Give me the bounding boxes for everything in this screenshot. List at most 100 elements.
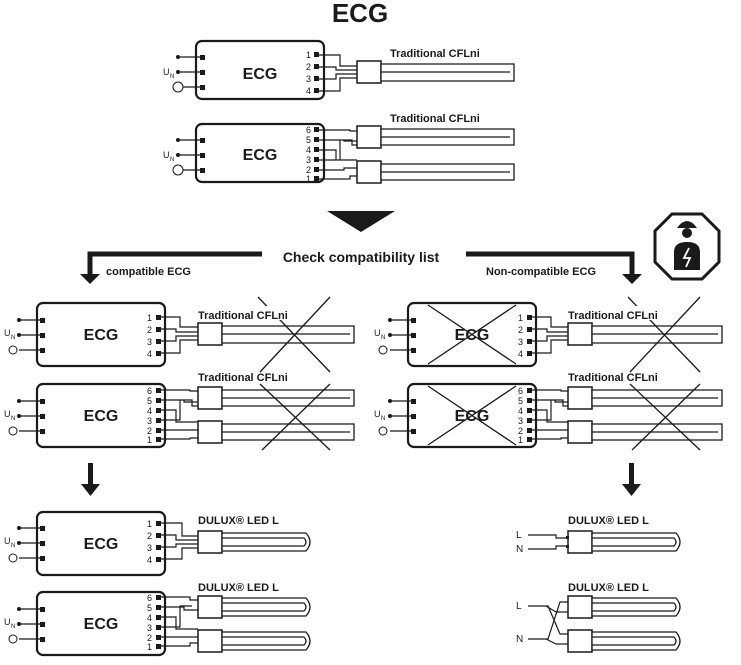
terminal-shape bbox=[411, 414, 416, 419]
diagram-label: 1 bbox=[147, 642, 152, 652]
terminal-shape bbox=[200, 85, 205, 90]
diagram-label: N bbox=[516, 634, 523, 645]
wire-path bbox=[677, 221, 697, 228]
terminal-shape bbox=[527, 408, 532, 413]
terminal-dot bbox=[176, 55, 180, 59]
diagram-label: 3 bbox=[147, 543, 152, 553]
diagram-label: 2 bbox=[518, 426, 523, 436]
terminal-shape bbox=[411, 348, 416, 353]
terminal-dot bbox=[388, 414, 392, 418]
diagram-label: 2 bbox=[147, 633, 152, 643]
terminal-dot bbox=[388, 333, 392, 337]
diagram-label: N bbox=[11, 543, 15, 549]
terminal-shape bbox=[156, 388, 161, 393]
terminal-shape bbox=[197, 595, 223, 619]
diagram-label: 5 bbox=[518, 396, 523, 406]
wire-path bbox=[592, 602, 677, 612]
terminal-shape bbox=[200, 55, 205, 60]
wire-path bbox=[221, 597, 311, 617]
diagram-label: N bbox=[11, 416, 15, 422]
terminal-shape bbox=[156, 398, 161, 403]
terminal-shape bbox=[314, 52, 319, 57]
terminal-shape bbox=[156, 533, 161, 538]
diagram-label: 1 bbox=[306, 50, 311, 60]
terminal-shape bbox=[156, 521, 161, 526]
wire-path bbox=[161, 522, 198, 560]
wire-path bbox=[591, 631, 681, 651]
compatible-label: compatible ECG bbox=[106, 266, 191, 278]
diagram-label: U bbox=[4, 536, 11, 546]
terminal-shape bbox=[566, 545, 569, 548]
terminal-shape bbox=[40, 348, 45, 353]
terminal-dot bbox=[172, 81, 184, 93]
wire-path bbox=[629, 383, 701, 451]
diagram-label: DULUX® LED L bbox=[568, 582, 649, 594]
terminal-dot bbox=[172, 164, 184, 176]
terminal-shape bbox=[197, 420, 223, 444]
terminal-shape bbox=[156, 595, 161, 600]
diagram-label: L bbox=[516, 601, 522, 612]
terminal-dot bbox=[8, 345, 18, 355]
terminal-shape bbox=[197, 530, 223, 554]
wire-path bbox=[592, 537, 677, 547]
diagram-label: 3 bbox=[306, 155, 311, 165]
terminal-shape bbox=[156, 545, 161, 550]
wire-path bbox=[259, 383, 331, 451]
diagram-label: ECG bbox=[84, 408, 119, 425]
terminal-dot bbox=[8, 634, 18, 644]
terminal-shape bbox=[156, 418, 161, 423]
terminal-dot bbox=[176, 153, 180, 157]
terminal-shape bbox=[633, 306, 669, 320]
arrow-left-branch-icon bbox=[80, 274, 100, 284]
terminal-shape bbox=[156, 625, 161, 630]
diagram-label: 3 bbox=[147, 416, 152, 426]
lamp-led-label: DULUX® LED L bbox=[198, 515, 279, 527]
arrow-down-left-icon bbox=[81, 463, 100, 496]
terminal-dot bbox=[17, 622, 21, 626]
diagram-label: N bbox=[11, 335, 15, 341]
terminal-dot bbox=[378, 426, 388, 436]
terminal-shape bbox=[314, 157, 319, 162]
diagram-label: 2 bbox=[147, 531, 152, 541]
terminal-shape bbox=[40, 526, 45, 531]
terminal-shape bbox=[314, 147, 319, 152]
wire-path bbox=[261, 383, 331, 451]
terminal-shape bbox=[200, 70, 205, 75]
terminal-shape bbox=[411, 333, 416, 338]
un-subscript: N bbox=[170, 74, 174, 80]
terminal-shape bbox=[156, 635, 161, 640]
terminal-shape bbox=[40, 318, 45, 323]
terminal-shape bbox=[40, 637, 45, 642]
wire-path bbox=[528, 601, 568, 645]
ecg-box bbox=[194, 39, 326, 101]
terminal-shape bbox=[567, 629, 593, 653]
terminal-shape bbox=[567, 595, 593, 619]
diagram-label: 1 bbox=[147, 519, 152, 529]
terminal-shape bbox=[40, 622, 45, 627]
wire-path bbox=[528, 534, 568, 550]
down-arrow-icon bbox=[327, 211, 395, 232]
terminal-dot bbox=[682, 228, 692, 238]
diagram-label: U bbox=[4, 409, 11, 419]
wire-path bbox=[427, 304, 517, 365]
diagram-label: 3 bbox=[518, 337, 523, 347]
terminal-shape bbox=[527, 339, 532, 344]
wire-path bbox=[222, 636, 307, 646]
diagram-label: 4 bbox=[518, 349, 523, 359]
wire-path bbox=[222, 537, 307, 547]
electrician-warning-icon bbox=[653, 212, 721, 281]
check-compatibility-label: Check compatibility list bbox=[283, 249, 440, 265]
wire-path bbox=[161, 389, 198, 440]
terminal-shape bbox=[527, 428, 532, 433]
diagram-label: 5 bbox=[306, 135, 311, 145]
terminal-dot bbox=[17, 318, 21, 322]
wire-path bbox=[221, 631, 311, 651]
diagram-label: U bbox=[4, 328, 11, 338]
terminal-shape bbox=[567, 530, 593, 554]
direct-mains-led-double: L N DULUX® LED L bbox=[516, 582, 681, 653]
terminal-shape bbox=[314, 127, 319, 132]
diagram-label: U bbox=[4, 617, 11, 627]
terminal-shape bbox=[156, 644, 161, 649]
